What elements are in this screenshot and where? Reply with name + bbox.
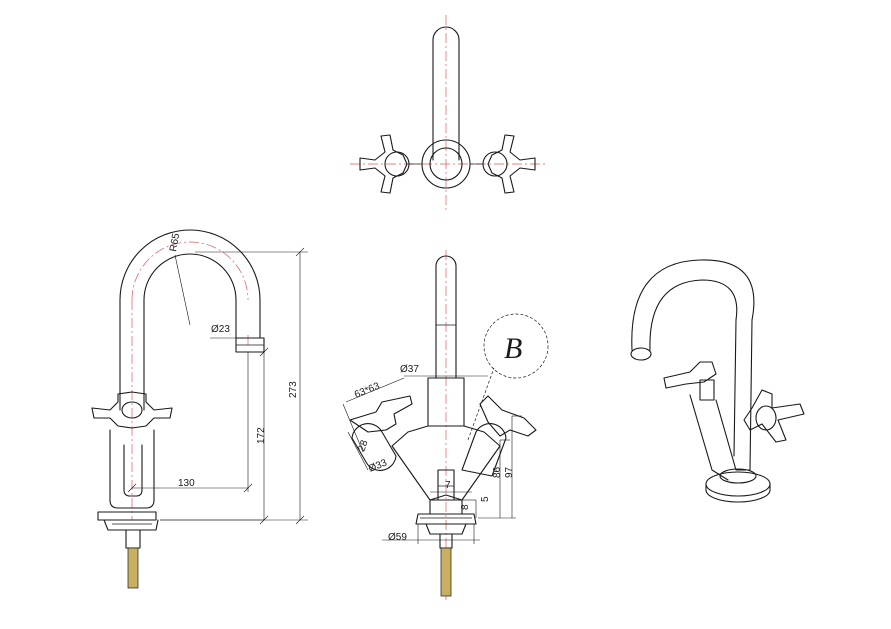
side-view [91,229,308,589]
detail-circle [483,313,549,379]
total-height-label: 273 [288,381,299,398]
handle-size-label: 63*63 [353,381,382,401]
radius-label: R65 [168,232,182,252]
pipe-diameter-label: Ø23 [211,324,230,335]
handle-base-diameter-label: Ø33 [367,457,389,474]
logo-detail [483,313,549,379]
perspective-view [630,259,805,503]
dim-8-label: 8 [460,504,471,510]
dim-86-label: 86 [492,466,503,478]
base-diameter-label: Ø59 [388,532,407,543]
spout-reach-label: 130 [178,478,195,489]
top-view [350,15,545,210]
body-diameter-label: Ø37 [400,364,419,375]
handle-offset-label: 28 [356,438,370,453]
dim-7-label: 7 [445,480,451,491]
brand-logo-letter: B [504,332,522,365]
spout-height-label: 172 [256,427,267,444]
dim-97-label: 97 [504,466,515,478]
dimension-labels: R65 Ø23 273 172 130 Ø37 63*63 28 Ø33 Ø59… [168,232,522,543]
dim-5-label: 5 [480,496,491,502]
front-view [342,250,537,600]
